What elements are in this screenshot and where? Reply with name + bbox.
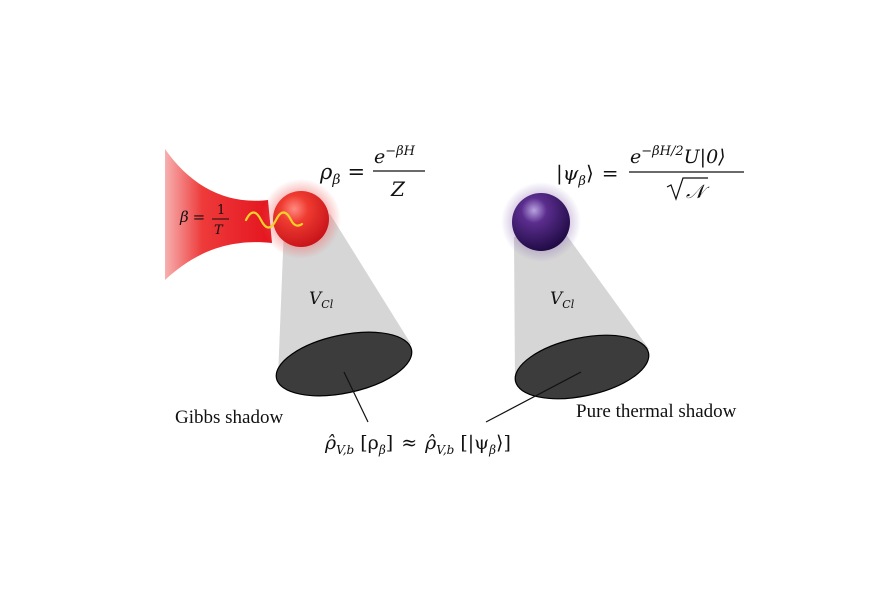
left-cone-label: VCl <box>309 289 334 311</box>
heat-bath <box>165 149 272 280</box>
beta-fraction-denominator: T <box>214 223 224 238</box>
gibbs-state-lhs: ρβ= <box>319 160 365 188</box>
pure-pointer-line <box>485 371 582 423</box>
pure-state-lhs: |ψβ⟩= <box>556 161 619 189</box>
sqrt-sign <box>666 177 708 201</box>
gibbs-pointer-line <box>343 371 369 423</box>
right-cone-label: VCl <box>550 289 575 311</box>
pure-state-numerator: e−βH/2U|0⟩ <box>630 144 726 168</box>
beta-fraction-numerator: 1 <box>217 203 225 218</box>
gibbs-state-numerator: e−βH <box>374 144 416 168</box>
gibbs-sphere <box>273 191 329 247</box>
pure-state-denominator: 𝒩 <box>686 181 710 203</box>
pure-sphere <box>512 193 570 251</box>
pure-thermal-shadow-label: Pure thermal shadow <box>576 401 737 422</box>
beta-equals-label: β= <box>179 208 205 226</box>
gibbs-shadow-label: Gibbs shadow <box>175 407 283 428</box>
pure-shadow-disk <box>514 334 650 400</box>
shadow-equivalence: ρ̂V,b[ρβ]≈ρ̂V,b[|ψβ⟩] <box>324 432 511 457</box>
gibbs-state-denominator: Z <box>390 177 406 201</box>
gibbs-shadow-disk <box>275 331 413 397</box>
photon-wiggle <box>244 211 304 229</box>
